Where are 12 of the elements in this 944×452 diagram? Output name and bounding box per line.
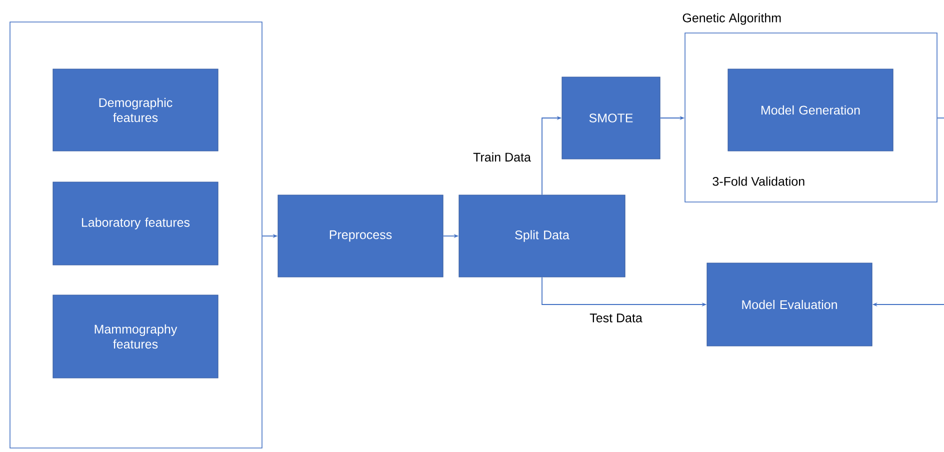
process-box: Preprocess (278, 194, 444, 278)
group-note: 3-Fold Validation (712, 176, 804, 186)
process-box: Demographic features (52, 68, 218, 152)
process-box: Laboratory features (52, 182, 218, 266)
process-box: Mammography features (52, 294, 218, 378)
group-title: Genetic Algorithm (682, 13, 781, 25)
edge-label: Test Data (590, 314, 642, 322)
process-box: Split Data (458, 194, 626, 278)
edge-label: Train Data (473, 152, 531, 162)
process-box: Model Evaluation (706, 262, 872, 346)
process-box: SMOTE (562, 76, 660, 160)
process-box: Model Generation (728, 68, 894, 152)
